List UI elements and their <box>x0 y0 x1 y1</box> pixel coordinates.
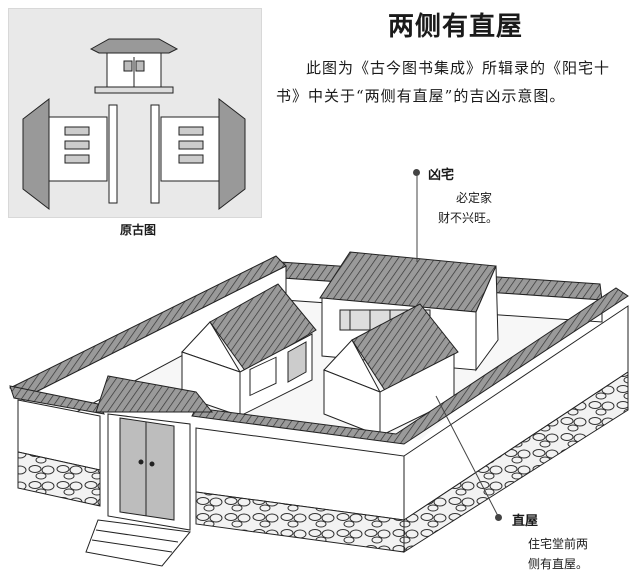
front-left-wall <box>9 385 105 507</box>
label-inauspicious-desc: 必定家 财不兴旺。 <box>438 188 498 228</box>
front-right-wall <box>191 287 629 553</box>
label-inauspicious-name: 凶宅 <box>428 168 455 183</box>
leader-straight-house <box>435 395 499 517</box>
left-straight-house <box>181 283 317 417</box>
marker-dot-inauspicious <box>413 169 420 176</box>
right-side-house <box>160 97 246 211</box>
original-diagram-drawing <box>22 38 246 211</box>
left-post <box>108 104 118 204</box>
page-title: 两侧有直屋 <box>388 12 524 42</box>
label-straight-house-line1: 住宅堂前两 <box>528 537 589 551</box>
label-straight-house-name: 直屋 <box>512 514 539 529</box>
right-straight-house <box>323 303 459 437</box>
original-diagram-caption: 原古图 <box>120 223 157 237</box>
marker-dot-straight-house <box>495 514 502 521</box>
label-inauspicious-line2: 财不兴旺。 <box>438 211 499 225</box>
label-straight-house-line2: 侧有直屋。 <box>528 557 589 571</box>
left-side-house <box>22 97 108 211</box>
intro-paragraph: 此图为《古今图书集成》所辑录的《阳宅十书》中关于“两侧有直屋”的吉凶示意图。 <box>276 59 611 105</box>
label-inauspicious-line1: 必定家 <box>456 191 493 205</box>
front-gate <box>85 375 214 567</box>
label-straight-house-desc: 住宅堂前两 侧有直屋。 <box>528 534 588 574</box>
right-post <box>150 104 160 204</box>
original-diagram-panel <box>8 8 262 218</box>
top-gate-building <box>89 38 179 94</box>
